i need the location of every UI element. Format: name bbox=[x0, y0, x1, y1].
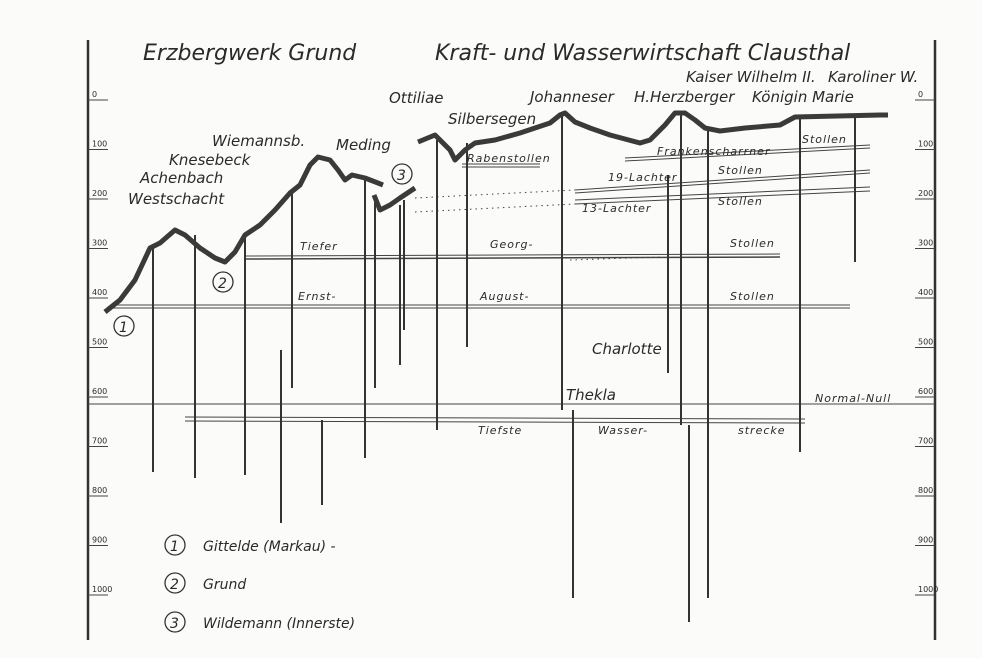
tiefste-wasserstrecke bbox=[184, 420, 806, 424]
label-rabenstollen: Rabenstollen bbox=[467, 152, 551, 165]
depth-tick-label: 1000 bbox=[92, 585, 112, 594]
label-frankenscharrner: Frankenscharrner bbox=[657, 145, 771, 158]
depth-tick-label: 600 bbox=[92, 387, 107, 396]
depth-tick-label: 300 bbox=[918, 239, 933, 248]
label-ottiliae: Ottiliae bbox=[389, 89, 444, 107]
legend-label: Wildemann (Innerste) bbox=[203, 616, 355, 632]
label-tiefer: Tiefer bbox=[300, 240, 338, 253]
label-meding: Meding bbox=[336, 136, 391, 154]
legend: 1 Gittelde (Markau) - 2 Grund 3 Wildeman… bbox=[164, 534, 355, 633]
label-karoliner-w: Karoliner W. bbox=[828, 68, 918, 86]
depth-tick-label: 400 bbox=[92, 288, 107, 297]
depth-tick-label: 900 bbox=[918, 536, 933, 545]
depth-tick-label: 900 bbox=[92, 536, 107, 545]
depth-tick-label: 500 bbox=[92, 338, 107, 347]
label-h-herzberger: H.Herzberger bbox=[634, 88, 735, 106]
frankenscharrner-stollen bbox=[624, 147, 871, 162]
19-lachter-stollen bbox=[574, 172, 871, 194]
depth-tick-label: 300 bbox=[92, 239, 107, 248]
depth-tick-label: 800 bbox=[918, 486, 933, 495]
depth-tick-label: 200 bbox=[918, 189, 933, 198]
marker-3: 3 bbox=[391, 163, 413, 185]
label-kaiser-wilhelm: Kaiser Wilhelm II. bbox=[686, 68, 816, 86]
legend-label: Gittelde (Markau) - bbox=[203, 539, 336, 555]
label-wasser: Wasser- bbox=[598, 424, 648, 437]
label-silbersegen: Silbersegen bbox=[448, 110, 536, 128]
label-knesebeck: Knesebeck bbox=[169, 151, 252, 169]
depth-tick-label: 400 bbox=[918, 288, 933, 297]
label-stollen: Stollen bbox=[718, 195, 763, 208]
label-georg: Georg- bbox=[490, 238, 534, 251]
tiefer-georg-stollen bbox=[244, 256, 781, 260]
label-19-lachter: 19-Lachter bbox=[608, 171, 678, 184]
label-strecke: strecke bbox=[738, 424, 786, 437]
label-wiemannsb: Wiemannsb. bbox=[212, 132, 305, 150]
depth-tick-label: 700 bbox=[92, 437, 107, 446]
depth-tick-label: 1000 bbox=[918, 585, 938, 594]
label-johanneser: Johanneser bbox=[527, 88, 615, 106]
svg-text:1: 1 bbox=[119, 320, 128, 336]
depth-tick-label: 700 bbox=[918, 437, 933, 446]
depth-tick-label: 0 bbox=[92, 90, 97, 99]
marker-1: 1 bbox=[113, 315, 135, 337]
label-stollen: Stollen bbox=[730, 290, 775, 303]
label-stollen: Stollen bbox=[730, 237, 775, 250]
label-tiefste: Tiefste bbox=[478, 424, 522, 437]
adits bbox=[88, 144, 935, 424]
label-normal-null: Normal-Null bbox=[815, 392, 891, 405]
label-charlotte: Charlotte bbox=[592, 340, 662, 358]
depth-tick-label: 600 bbox=[918, 387, 933, 396]
label-koenigin-marie: Königin Marie bbox=[752, 88, 854, 106]
depth-tick-label: 200 bbox=[92, 189, 107, 198]
shafts bbox=[152, 113, 856, 622]
title-left: Erzbergwerk Grund bbox=[143, 41, 357, 66]
terrain-surface bbox=[103, 110, 888, 314]
label-august: August- bbox=[479, 290, 529, 303]
legend-num: 3 bbox=[170, 616, 179, 632]
13-lachter-stollen bbox=[574, 190, 871, 205]
label-stollen: Stollen bbox=[718, 164, 763, 177]
label-13-lachter: 13-Lachter bbox=[582, 202, 652, 215]
label-westschacht: Westschacht bbox=[128, 190, 225, 208]
depth-tick-label: 500 bbox=[918, 338, 933, 347]
marker-2: 2 bbox=[212, 271, 234, 293]
label-thekla: Thekla bbox=[566, 386, 616, 404]
svg-text:2: 2 bbox=[218, 276, 227, 292]
label-stollen: Stollen bbox=[802, 133, 847, 146]
title-right: Kraft- und Wasserwirtschaft Clausthal bbox=[435, 41, 850, 66]
depth-tick-label: 100 bbox=[92, 140, 107, 149]
label-achenbach: Achenbach bbox=[139, 169, 223, 187]
depth-tick-label: 0 bbox=[918, 90, 923, 99]
svg-text:3: 3 bbox=[397, 168, 406, 184]
depth-tick-label: 800 bbox=[92, 486, 107, 495]
legend-label: Grund bbox=[203, 577, 246, 593]
depth-tick-label: 100 bbox=[918, 140, 933, 149]
label-ernst: Ernst- bbox=[298, 290, 336, 303]
legend-num: 2 bbox=[170, 577, 179, 593]
legend-num: 1 bbox=[170, 539, 179, 555]
